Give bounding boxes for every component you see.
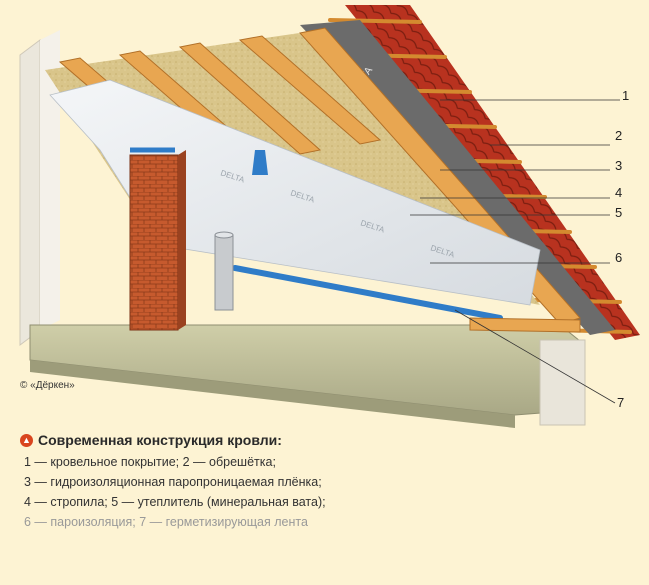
brick-chimney [129,154,179,331]
callout-4: 4 [615,185,623,200]
vapor-barrier [49,79,541,306]
legend: ▲ Современная конструкция кровли: 1 — кр… [20,432,620,534]
vent-fitting [252,150,268,175]
callout-2: 2 [615,128,623,143]
eave-board [469,317,581,333]
legend-line-4: 6 — пароизоляция; 7 — герметизирующая ле… [24,515,308,529]
vent-pipe [214,234,234,311]
callout-6: 6 [615,250,623,265]
legend-line-1: 1 — кровельное покрытие; 2 — обрешётка; [24,455,276,469]
arrow-up-icon: ▲ [20,433,33,447]
side-wall [539,339,586,426]
callout-7: 7 [617,395,625,410]
leader-lines [410,99,620,404]
slab-front [30,360,515,428]
vent-pipe-top [214,231,234,239]
roof-tiles [345,5,640,340]
legend-title-text: Современная конструкция кровли: [38,432,282,448]
gable-wall [19,39,41,346]
legend-line-3: 4 — стропила; 5 — утеплитель (минеральна… [24,495,326,509]
back-wall [40,30,60,330]
roof-construction-illustration: DELTA DELTA DELTA DELTA DELTA DELTA [19,5,640,428]
legend-line-2: 3 — гидроизоляционная паропроницаемая пл… [24,475,322,489]
callout-5: 5 [615,205,623,220]
callout-3: 3 [615,158,623,173]
sealing-tape [232,265,503,321]
chimney-side [178,150,186,330]
callout-1: 1 [622,88,630,103]
copyright-text: © «Дёркен» [20,380,75,391]
legend-title: ▲ Современная конструкция кровли: [20,432,620,448]
